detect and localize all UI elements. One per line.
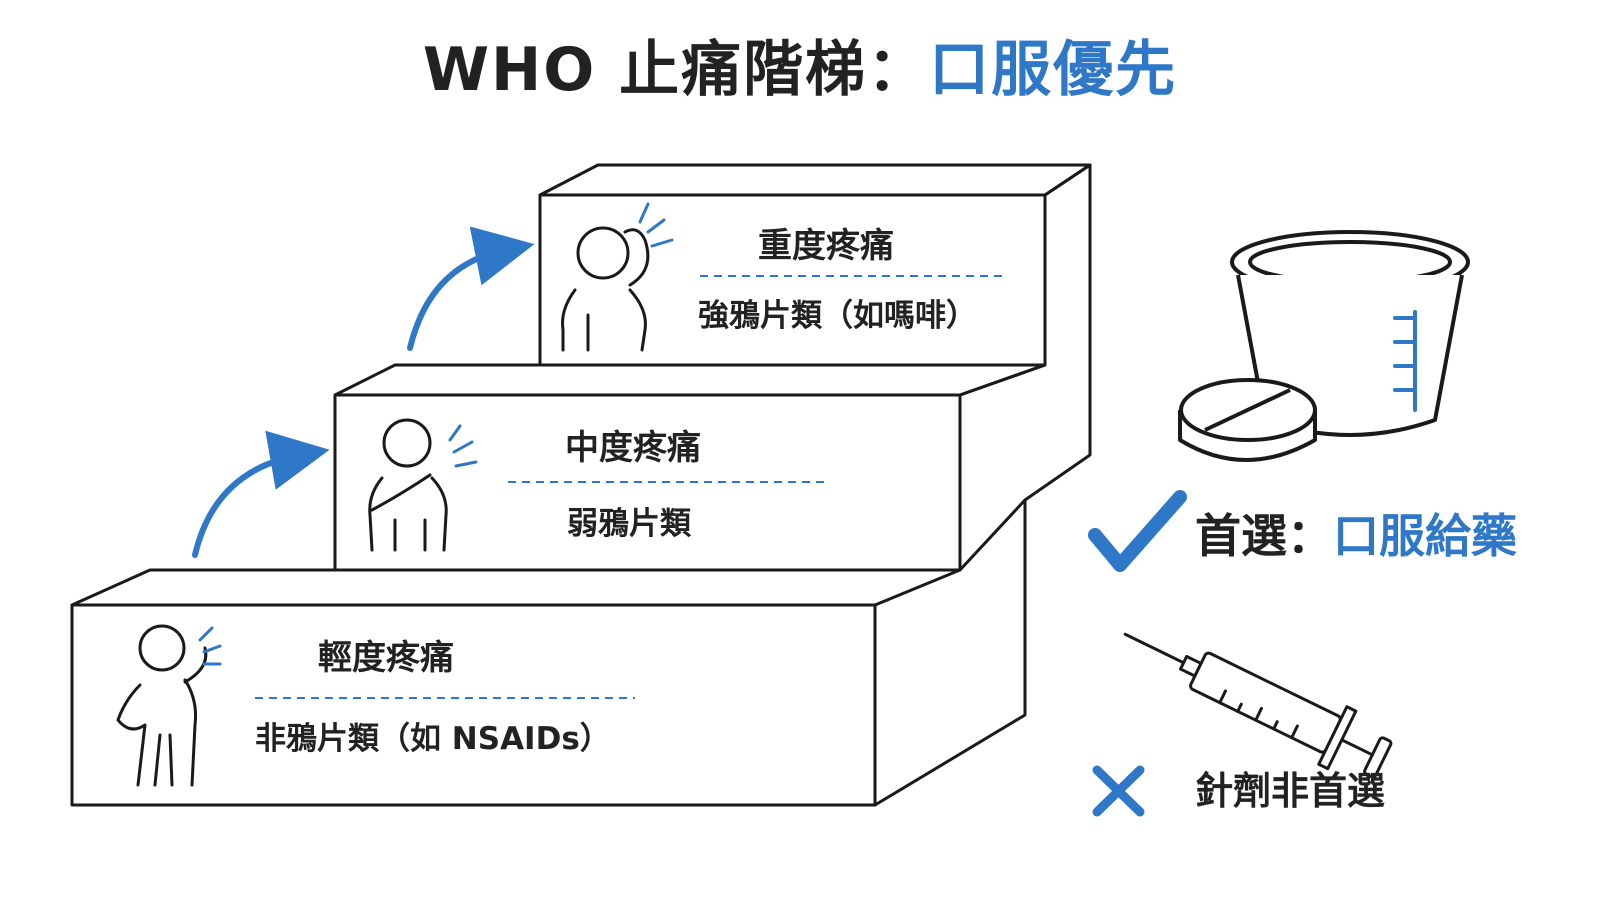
step-3-level: 重度疼痛 — [758, 226, 894, 266]
up-arrow-icon — [192, 430, 330, 558]
step-right-side — [873, 163, 1092, 807]
person-pain-icon — [368, 418, 448, 552]
page-title: WHO 止痛階梯：口服優先 — [0, 30, 1600, 110]
step-middle-riser — [958, 498, 1027, 572]
recommendation-label: 首選：口服給藥 — [1195, 508, 1517, 564]
recommendation-prefix: 首選： — [1195, 509, 1333, 563]
staircase — [70, 163, 1092, 807]
recommendation-accent: 口服給藥 — [1333, 509, 1517, 563]
up-arrow-icon — [407, 226, 535, 351]
syringe-icon — [1123, 632, 1393, 779]
step-3-drug: 強鴉片類（如嗎啡） — [698, 298, 977, 334]
step-bottom-top — [71, 568, 962, 607]
step-2-drug: 弱鴉片類 — [567, 506, 691, 542]
step-2-level: 中度疼痛 — [565, 428, 701, 468]
step-1-drug: 非鴉片類（如 NSAIDs） — [255, 721, 611, 757]
person-pain-icon — [561, 226, 650, 352]
step-1-level: 輕度疼痛 — [318, 638, 454, 678]
step-middle-side — [959, 363, 1046, 397]
pill-icon — [1178, 378, 1317, 462]
step-middle-top — [334, 363, 1047, 397]
check-icon — [1088, 490, 1187, 572]
person-pain-icon — [116, 624, 208, 787]
not-recommended-label: 針劑非首選 — [1195, 769, 1386, 813]
title-accent: 口服優先 — [929, 35, 1178, 105]
step-top-top — [539, 163, 1092, 197]
step-bottom-front — [70, 603, 877, 807]
title-main: WHO 止痛階梯： — [422, 35, 930, 105]
cross-icon — [1092, 765, 1145, 817]
